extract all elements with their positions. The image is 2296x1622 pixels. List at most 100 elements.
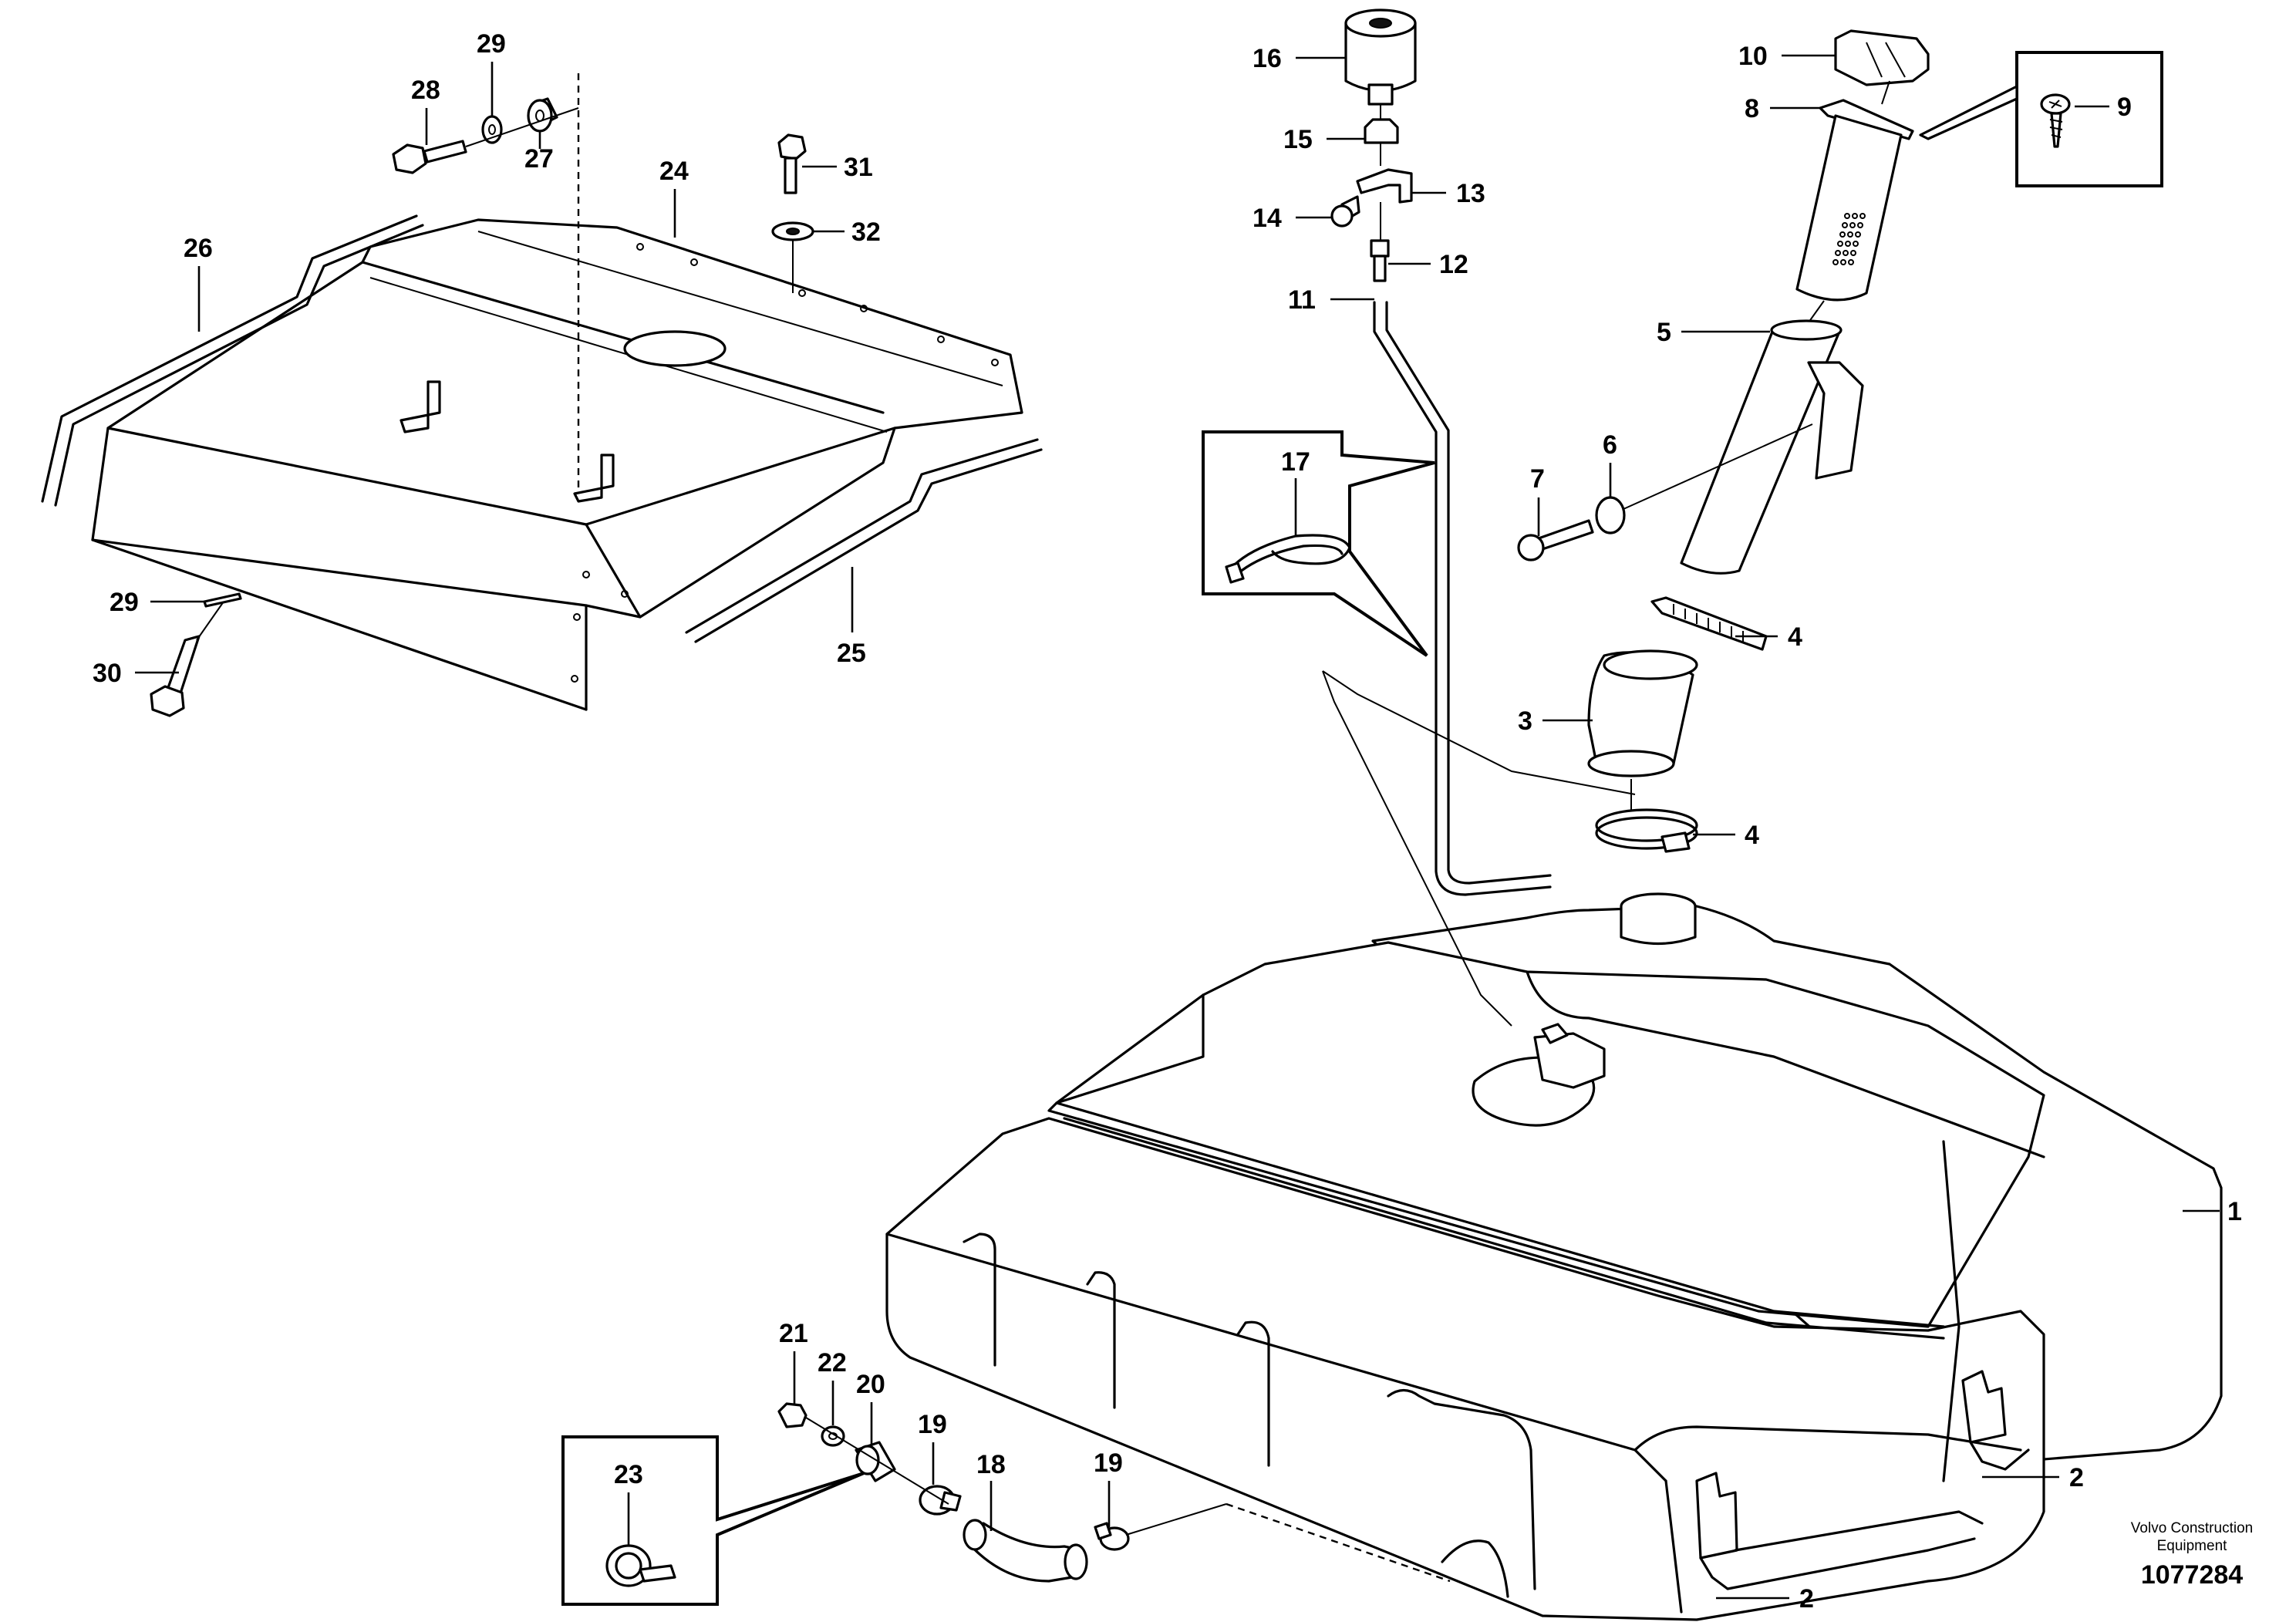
- hose-clamp-4-top: [1650, 596, 1768, 651]
- clamp-19-left: [919, 1485, 962, 1516]
- nut-15: [1364, 118, 1399, 144]
- fuel-tank: [885, 892, 2223, 1621]
- callout-27: 27: [524, 131, 554, 174]
- callout-22: 22: [818, 1348, 847, 1425]
- nipple-12: [1370, 239, 1390, 282]
- brand-line-2: Equipment: [2157, 1538, 2228, 1554]
- callout-label: 24: [659, 157, 689, 186]
- callout-label: 6: [1603, 430, 1617, 460]
- callout-label: 17: [1281, 447, 1310, 477]
- screw-14: [1330, 195, 1360, 228]
- callout-label: 16: [1253, 44, 1282, 73]
- cover-plate: [91, 218, 1023, 711]
- tank-strap-2-rear: [1961, 1370, 2030, 1471]
- callout-3: 3: [1518, 706, 1593, 736]
- bolt-7: [1517, 519, 1594, 561]
- brand-block: Volvo Construction Equipment 1077284: [2131, 1520, 2253, 1590]
- callout-label: 25: [837, 639, 866, 668]
- callout-label: 22: [818, 1348, 847, 1378]
- callout-25: 25: [837, 567, 866, 668]
- screw-9: [2040, 93, 2071, 148]
- callout-label: 2: [1799, 1584, 1814, 1614]
- callout-label: 9: [2117, 93, 2132, 122]
- callout-14: 14: [1253, 204, 1331, 233]
- callout-label: 5: [1657, 318, 1671, 347]
- hose-clip-23: [605, 1544, 676, 1587]
- breather-pipe-11: [1373, 301, 1552, 896]
- callout-10: 10: [1738, 42, 1836, 71]
- callout-20: 20: [856, 1370, 885, 1446]
- callout-label: 2: [2069, 1463, 2084, 1492]
- bolt-28: [392, 140, 467, 174]
- callout-2-rear: 2: [1982, 1463, 2084, 1492]
- cable-tie-17: [1225, 534, 1351, 584]
- callout-label: 4: [1745, 821, 1759, 850]
- seal-strip-26: [41, 214, 424, 507]
- callout-label: 11: [1288, 285, 1316, 315]
- callout-28: 28: [411, 76, 440, 145]
- callout-12: 12: [1388, 250, 1468, 279]
- callout-label: 7: [1530, 464, 1545, 494]
- callout-6: 6: [1603, 430, 1617, 497]
- callout-32: 32: [813, 218, 881, 247]
- callout-11: 11: [1288, 285, 1374, 315]
- filler-pipe-5: [1680, 319, 1864, 575]
- callout-21: 21: [779, 1319, 808, 1404]
- callout-26: 26: [184, 234, 213, 332]
- seal-strip-25: [685, 438, 1043, 643]
- callout-label: 29: [477, 29, 506, 59]
- callout-label: 13: [1456, 179, 1485, 208]
- callout-24: 24: [659, 157, 689, 238]
- callout-label: 32: [851, 218, 881, 247]
- callout-30: 30: [93, 659, 179, 688]
- callout-label: 12: [1439, 250, 1468, 279]
- hose-3: [1587, 649, 1698, 777]
- washer-29-bottom: [203, 592, 242, 608]
- callout-label: 23: [614, 1460, 643, 1489]
- callout-label: 20: [856, 1370, 885, 1399]
- inset-9: [1919, 51, 2163, 187]
- brand-line-1: Volvo Construction: [2131, 1520, 2253, 1536]
- callout-label: 21: [779, 1319, 808, 1348]
- callout-9: 9: [2075, 93, 2132, 122]
- callout-label: 14: [1253, 204, 1282, 233]
- callout-label: 30: [93, 659, 122, 688]
- callout-2-front: 2: [1716, 1584, 1814, 1614]
- callout-15: 15: [1283, 125, 1365, 154]
- callout-label: 4: [1788, 622, 1802, 652]
- clamp-19-right: [1094, 1522, 1130, 1551]
- inset-17: [1202, 430, 1435, 657]
- callout-label: 3: [1518, 706, 1532, 736]
- callout-13: 13: [1411, 179, 1485, 208]
- strainer-8: [1795, 99, 1914, 302]
- callout-label: 8: [1745, 94, 1759, 123]
- breather-filter-16: [1344, 8, 1417, 106]
- callout-4-bottom: 4: [1693, 821, 1759, 850]
- callout-8: 8: [1745, 94, 1820, 123]
- callout-4-top: 4: [1735, 622, 1802, 652]
- plug-21: [777, 1402, 807, 1428]
- clamp-13: [1356, 168, 1413, 204]
- callout-label: 28: [411, 76, 440, 105]
- bolt-31: [777, 133, 807, 194]
- hose-clamp-4-bottom: [1595, 808, 1698, 853]
- callout-label: 15: [1283, 125, 1313, 154]
- callout-31: 31: [802, 153, 873, 182]
- washer-29-top: [481, 115, 503, 144]
- callout-label: 27: [524, 144, 554, 174]
- strainer-holes: [1832, 213, 1866, 265]
- callout-16: 16: [1253, 44, 1346, 73]
- tank-strap-2-front: [1695, 1472, 1984, 1590]
- callout-29-bottom: 29: [110, 588, 204, 617]
- spacer-27: [527, 97, 558, 133]
- callout-label: 18: [976, 1450, 1006, 1479]
- callout-label: 19: [1094, 1448, 1123, 1478]
- inset-23: [561, 1435, 865, 1606]
- document-number: 1077284: [2141, 1560, 2243, 1590]
- callout-17: 17: [1281, 447, 1310, 536]
- callout-1: 1: [2183, 1197, 2242, 1226]
- callout-18: 18: [976, 1450, 1006, 1531]
- callout-label: 1: [2227, 1197, 2242, 1226]
- hose-18: [963, 1519, 1088, 1583]
